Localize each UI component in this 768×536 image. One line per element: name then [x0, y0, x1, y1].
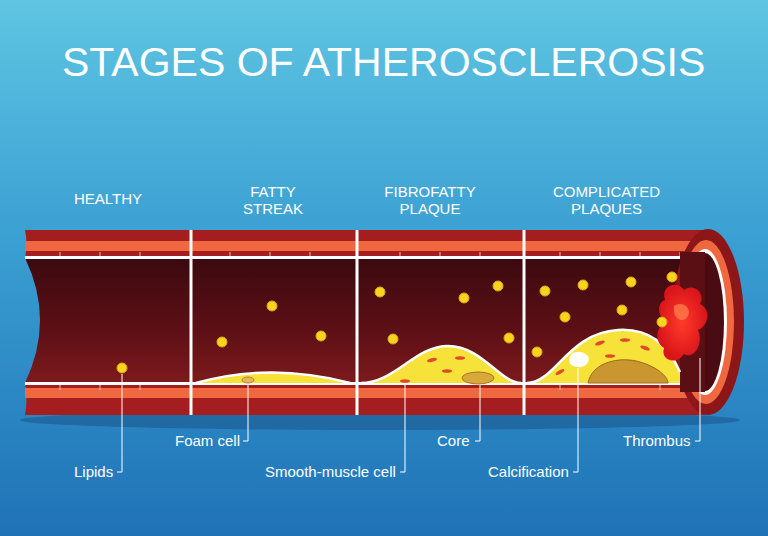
bottom-wall	[25, 383, 705, 415]
top-wall	[25, 230, 705, 258]
part-label: Calcification	[488, 463, 569, 480]
stage-heading: COMPLICATED PLAQUES	[544, 183, 669, 218]
top-intima	[25, 256, 705, 259]
diagram-title: STAGES OF ATHEROSCLEROSIS	[62, 39, 705, 86]
stage-heading: FATTY STREAK	[233, 183, 313, 218]
complicated-core	[588, 360, 668, 383]
part-label: Smooth-muscle cell	[265, 463, 396, 480]
fibrous-cap	[361, 346, 521, 383]
bottom-wall-media	[25, 388, 705, 398]
part-label: Thrombus	[623, 432, 691, 449]
fibrofatty-plaque	[361, 346, 521, 383]
lumen	[25, 258, 705, 383]
intima-ticks	[60, 252, 680, 390]
complicated-plaque	[527, 330, 680, 383]
stage-heading: FIBROFATTY PLAQUE	[380, 183, 480, 218]
core	[462, 372, 494, 384]
part-label: Lipids	[74, 463, 113, 480]
complicated-muscle-cells	[555, 338, 651, 376]
foam-cell	[242, 377, 254, 383]
thrombus-highlight	[674, 304, 689, 320]
calcification	[569, 352, 588, 367]
lipid-dots	[117, 272, 677, 373]
top-wall-media	[25, 241, 705, 251]
part-label: Foam cell	[175, 432, 240, 449]
leader-lines	[117, 358, 700, 472]
stage-heading: HEALTHY	[74, 190, 142, 207]
thrombus	[657, 285, 707, 361]
part-label: Core	[437, 432, 470, 449]
smooth-muscle-cells	[400, 356, 465, 383]
fatty-streak	[196, 373, 350, 384]
complicated-cap	[527, 330, 680, 383]
fatty-streak-edge	[196, 373, 350, 384]
stage-dividers	[191, 230, 524, 415]
